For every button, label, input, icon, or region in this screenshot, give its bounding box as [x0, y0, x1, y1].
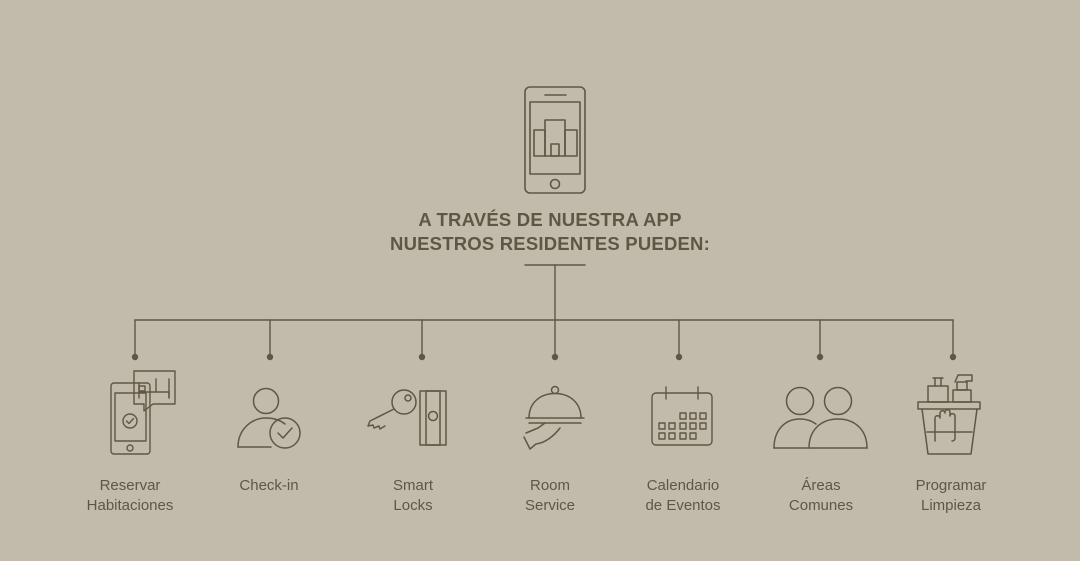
feature-label-check-in: Check-in	[199, 476, 339, 496]
people-icon	[773, 386, 868, 449]
connector-tree	[134, 264, 954, 358]
feature-label-line: Check-in	[239, 477, 299, 494]
feature-label-calendario: Calendario de Eventos	[613, 476, 753, 516]
cloche-icon	[523, 385, 585, 450]
connector-dots	[131, 353, 957, 361]
calendar-icon	[651, 386, 713, 446]
feature-label-reservar: Reservar Habitaciones	[60, 476, 200, 516]
feature-label-line: Locks	[393, 497, 433, 514]
feature-label-line: Habitaciones	[86, 497, 174, 514]
feature-label-line: Room	[529, 477, 570, 494]
feature-label-line: Reservar	[99, 477, 161, 494]
key-lock-icon	[367, 389, 447, 446]
feature-label-line: Limpieza	[920, 497, 982, 514]
smartphone-building-icon	[524, 86, 586, 194]
headline-line-2: NUESTROS RESIDENTES PUEDEN:	[390, 233, 710, 254]
headline: A TRAVÉS DE NUESTRA APP NUESTROS RESIDEN…	[340, 208, 760, 256]
feature-label-line: Comunes	[788, 497, 854, 514]
cleaning-bucket-icon	[917, 374, 981, 455]
user-check-icon	[237, 387, 301, 449]
headline-line-1: A TRAVÉS DE NUESTRA APP	[418, 209, 682, 230]
feature-label-room-service: Room Service	[480, 476, 620, 516]
feature-label-line: Áreas	[801, 477, 841, 494]
feature-label-line: Service	[524, 497, 576, 514]
feature-label-line: Programar	[915, 477, 987, 494]
phone-booking-icon	[110, 370, 176, 455]
feature-label-line: de Eventos	[645, 497, 721, 514]
feature-label-areas-comunes: Áreas Comunes	[751, 476, 891, 516]
feature-label-smart-locks: Smart Locks	[343, 476, 483, 516]
feature-label-limpieza: Programar Limpieza	[881, 476, 1021, 516]
feature-label-line: Calendario	[646, 477, 720, 494]
feature-label-line: Smart	[392, 477, 433, 494]
